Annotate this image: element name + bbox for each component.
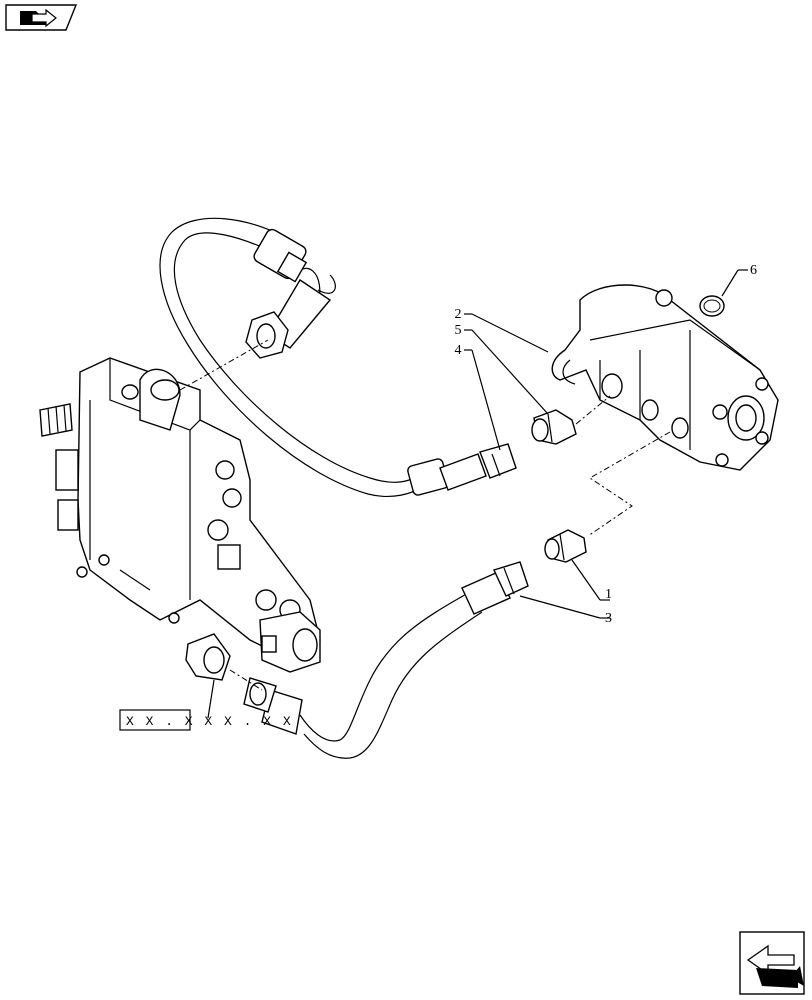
o-ring [699, 295, 725, 317]
reference-label: X X . X X X . X X [126, 714, 293, 729]
control-valve-assembly [39, 357, 321, 681]
leader-lines [207, 269, 748, 719]
nav-folder-button[interactable] [5, 4, 78, 31]
cross-reference-link[interactable]: X X . X X X . X X [119, 709, 293, 731]
adapter-fitting-lower [544, 529, 587, 563]
return-arrow-icon [746, 944, 804, 988]
folder-arrow-icon [20, 8, 57, 28]
callout-labels: 2 5 4 1 3 6 [455, 263, 758, 626]
callout-5[interactable]: 5 [455, 323, 462, 338]
callout-2[interactable]: 2 [455, 307, 462, 322]
callout-1[interactable]: 1 [605, 587, 612, 602]
nav-return-button[interactable] [739, 931, 805, 995]
connection-lines [179, 339, 671, 691]
hydraulic-pump [551, 284, 779, 471]
adapter-fitting-upper [531, 409, 577, 445]
callout-3[interactable]: 3 [605, 611, 612, 626]
lower-hose [243, 561, 529, 759]
callout-6[interactable]: 6 [750, 263, 757, 278]
callout-4[interactable]: 4 [455, 343, 462, 358]
